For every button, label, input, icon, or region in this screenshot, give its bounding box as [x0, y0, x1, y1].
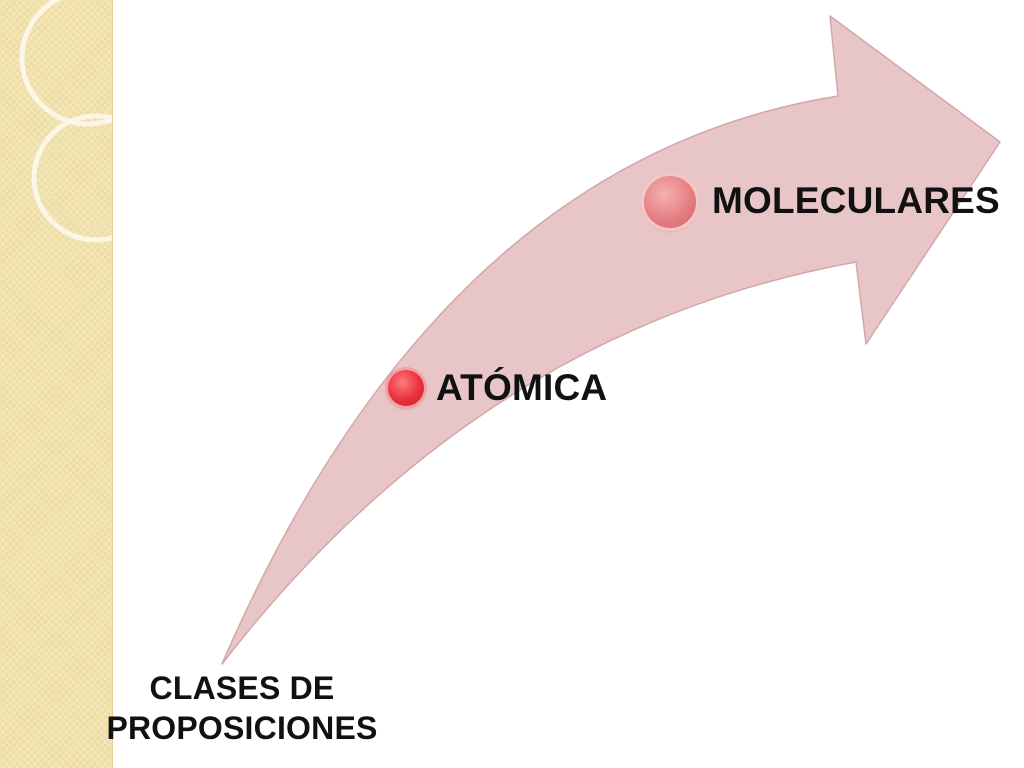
- stage-label-molecular: MOLECULARES: [712, 180, 1000, 221]
- decorative-side-band: [0, 0, 113, 768]
- stage-label-atomic: ATÓMICA: [436, 367, 608, 408]
- stage-marker-atomic: [388, 370, 424, 406]
- root-label: CLASES DE PROPOSICIONES: [106, 670, 378, 746]
- decorative-rings: [19, 0, 112, 243]
- stage-marker-molecular: [644, 176, 696, 228]
- curved-arrow: [221, 15, 1001, 665]
